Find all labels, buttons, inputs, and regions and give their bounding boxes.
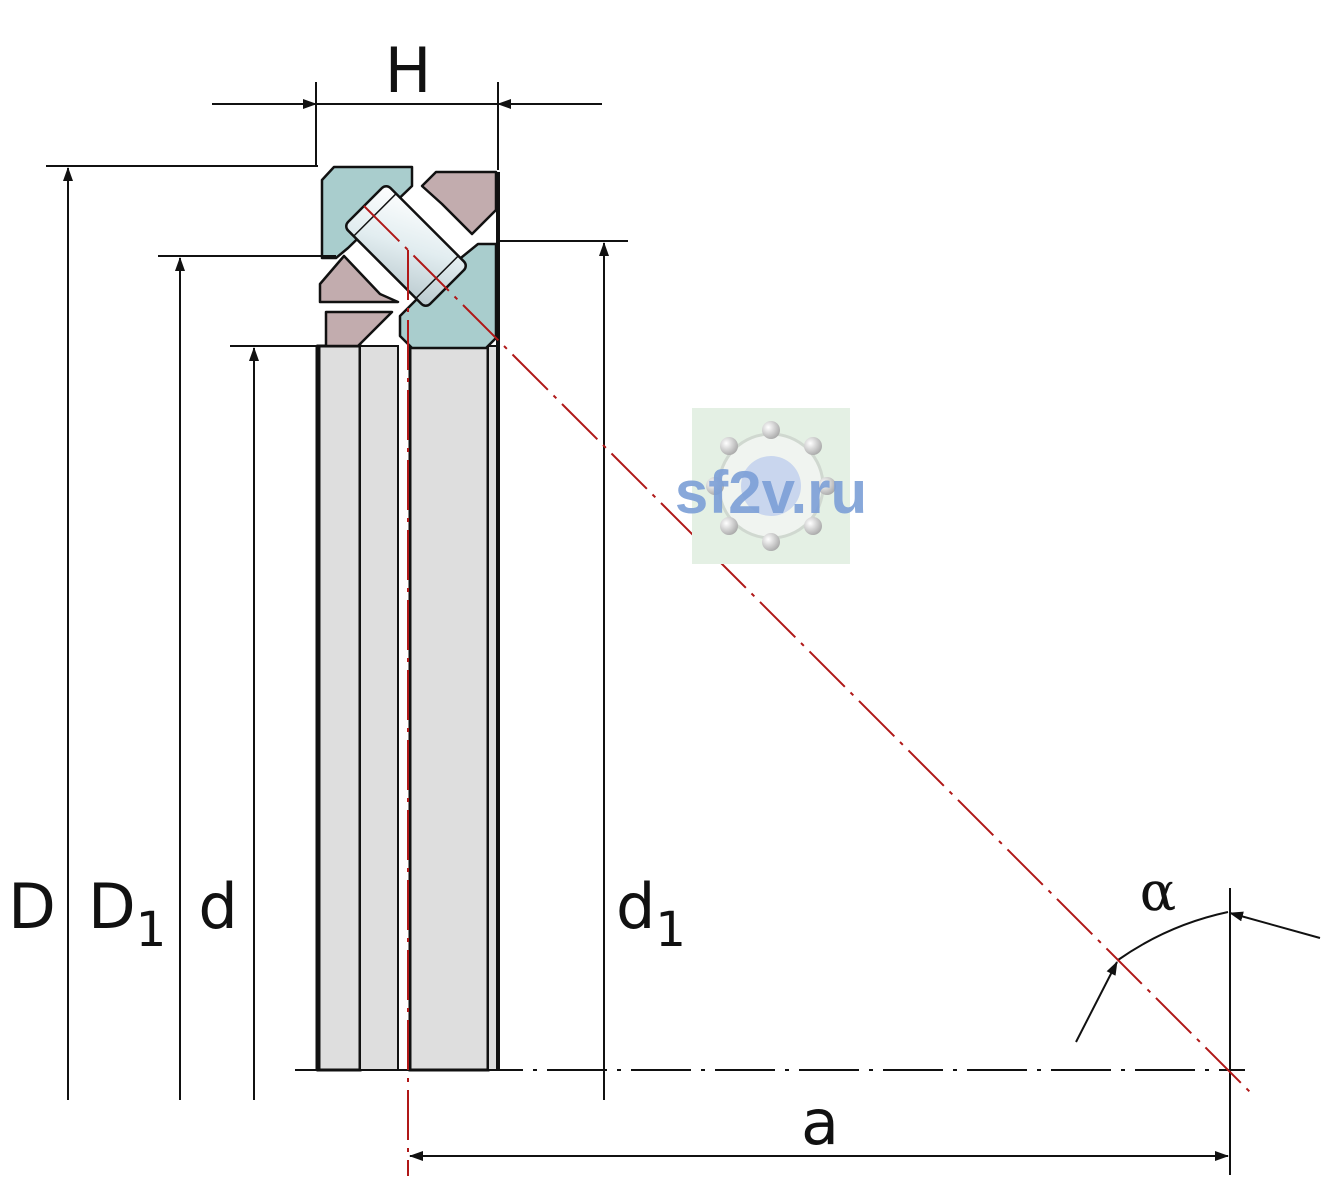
center-lines [363,205,1253,1176]
label-d: d [198,870,237,943]
shaft-washer-bore-mid [359,345,399,1071]
dimension-labels: H D D1 d d1 a α [8,34,1176,1159]
label-a: a [801,1086,839,1159]
label-D: D [8,870,56,943]
label-d1: d1 [616,870,686,958]
label-D1: D1 [88,870,166,958]
label-alpha: α [1140,860,1176,923]
extension-lines [46,82,1231,1175]
watermark-balls [706,421,836,551]
lower-left-ring [324,310,394,348]
upper-right-ring [420,170,498,236]
watermark-text: sf2v.ru [675,459,867,526]
left-mid-ring [318,254,400,304]
label-H: H [385,34,432,107]
roller [345,185,467,307]
bearing-cross-section [318,165,498,350]
shaft-washer-bore-left [316,344,362,1072]
housing-washer-bore [408,344,490,1072]
dimension-lines [63,99,1321,1161]
watermark: sf2v.ru [675,408,867,564]
dim-alpha-arc [1117,911,1229,961]
